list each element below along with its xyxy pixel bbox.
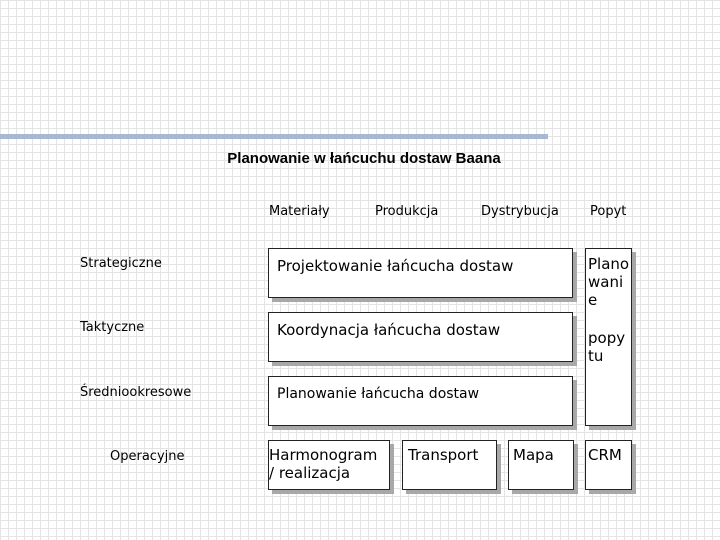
box-koordynacja-label: Koordynacja łańcucha dostaw (277, 321, 501, 339)
column-header-produkcja: Produkcja (375, 204, 439, 219)
box-planowanie-popytu: Plano wani e popy tu (585, 248, 632, 426)
box-harmonogram: Harmonogram / realizacja (268, 440, 390, 490)
column-header-dystrybucja: Dystrybucja (481, 204, 559, 219)
box-transport-label: Transport (408, 446, 479, 464)
box-projektowanie-label: Projektowanie łańcucha dostaw (277, 257, 514, 275)
box-crm: CRM (585, 440, 632, 490)
box-planowanie-popytu-line1: Plano (588, 255, 630, 273)
row-header-strategiczne: Strategiczne (80, 256, 162, 271)
title-rule (0, 134, 548, 139)
box-planowanie-popytu-line5: tu (588, 347, 604, 365)
row-header-operacyjne: Operacyjne (110, 449, 185, 464)
box-crm-label: CRM (588, 446, 622, 464)
diagram-title: Planowanie w łańcuchu dostaw Baana (227, 150, 501, 167)
box-harmonogram-line2: / realizacja (269, 464, 351, 482)
box-mapa: Mapa (508, 440, 574, 490)
column-header-popyt: Popyt (590, 204, 627, 219)
row-header-sredniookresowe: Średniookresowe (80, 385, 192, 400)
box-planowanie-popytu-line3: e (588, 291, 598, 309)
box-koordynacja: Koordynacja łańcucha dostaw (268, 312, 573, 362)
row-header-taktyczne: Taktyczne (80, 320, 145, 335)
box-projektowanie: Projektowanie łańcucha dostaw (268, 248, 573, 298)
spacer (588, 309, 631, 329)
box-mapa-label: Mapa (513, 446, 554, 464)
box-planowanie: Planowanie łańcucha dostaw (268, 376, 573, 426)
box-transport: Transport (402, 440, 497, 490)
box-harmonogram-line1: Harmonogram (269, 446, 378, 464)
box-planowanie-label: Planowanie łańcucha dostaw (277, 386, 480, 402)
box-planowanie-popytu-line4: popy (588, 329, 626, 347)
box-planowanie-popytu-line2: wani (588, 273, 624, 291)
column-header-materialy: Materiały (269, 204, 330, 219)
